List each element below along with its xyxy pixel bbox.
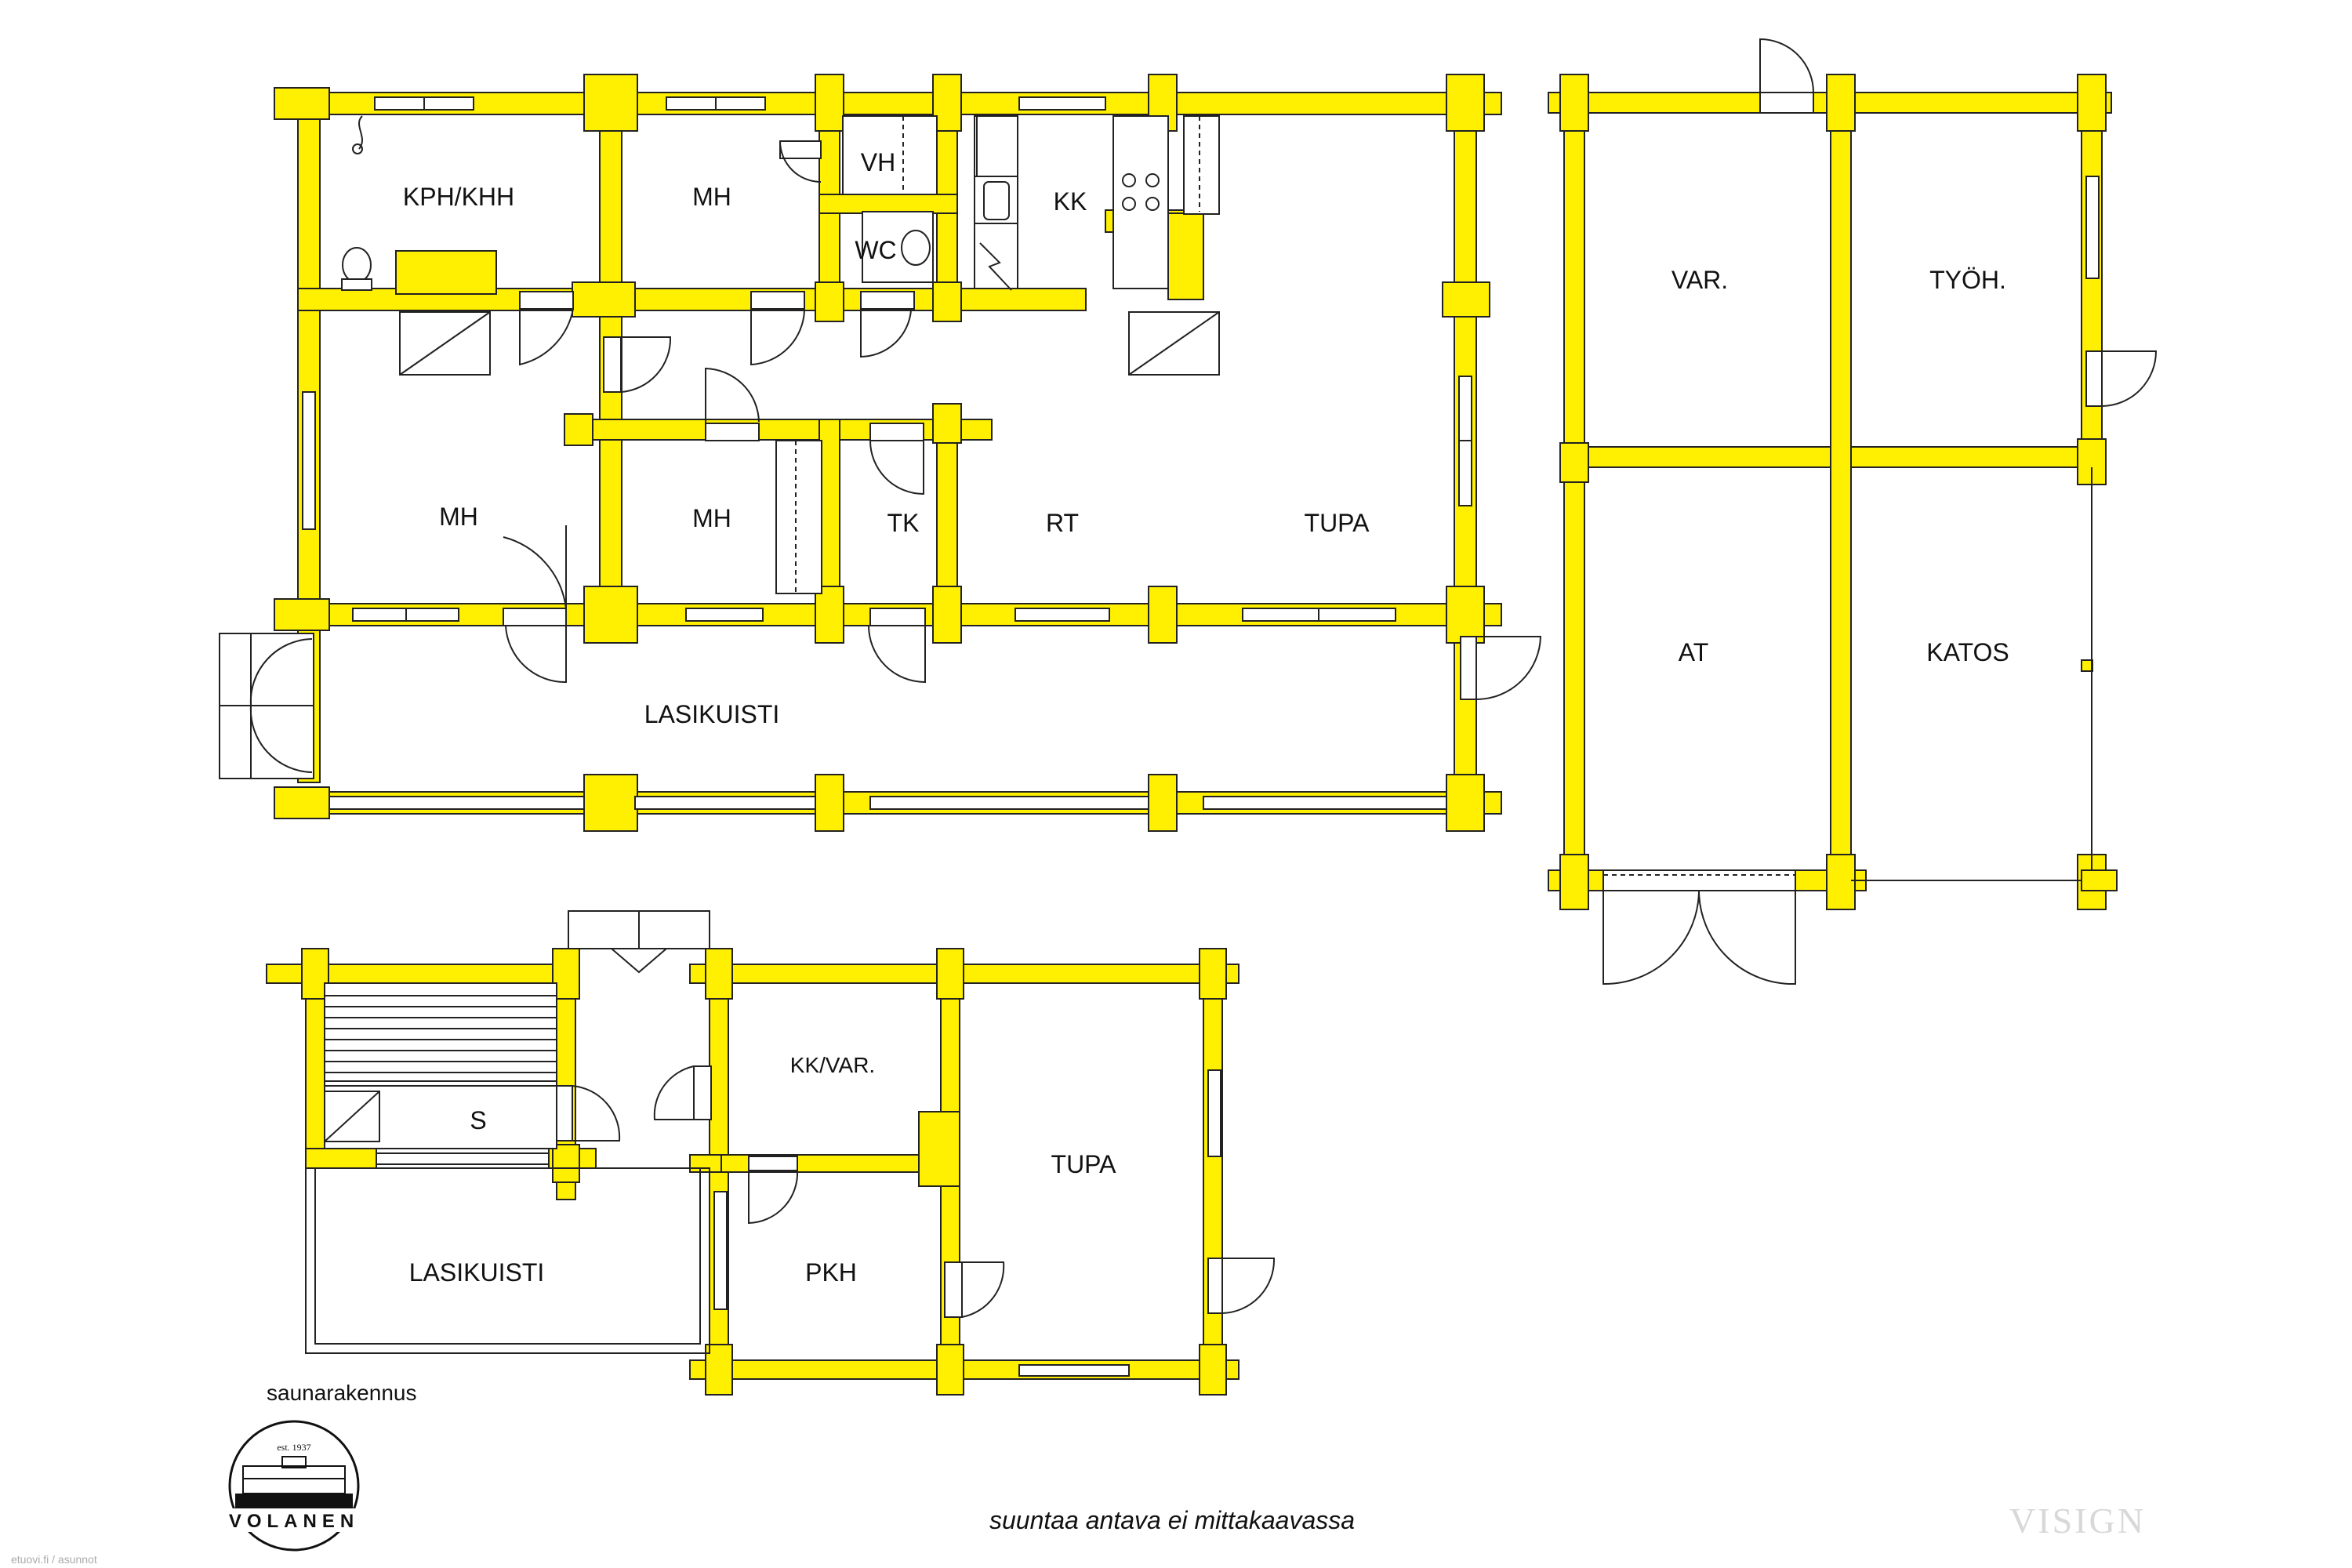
room-label-wc: WC [855, 236, 896, 264]
room-label-tupa-sauna: TUPA [1051, 1150, 1117, 1178]
room-label-mh-top: MH [692, 183, 731, 211]
room-label-lasikuisti-main: LASIKUISTI [644, 700, 780, 728]
room-label-var: VAR. [1671, 266, 1728, 294]
room-label-rt: RT [1046, 509, 1079, 537]
sauna-building-caption: saunarakennus [267, 1381, 416, 1405]
room-label-vh: VH [861, 148, 895, 176]
room-label-at: AT [1679, 638, 1709, 666]
room-label-kk: KK [1054, 187, 1087, 216]
room-label-s: S [470, 1106, 486, 1134]
room-label-lasikuisti-sauna: LASIKUISTI [409, 1258, 545, 1287]
credit-text: etuovi.fi / asunnot [11, 1553, 97, 1566]
room-label-kph-khh: KPH/KHH [403, 183, 514, 211]
room-label-pkh: PKH [805, 1258, 857, 1287]
logo-est: est. 1937 [277, 1442, 310, 1453]
sauna-building [266, 910, 1276, 1396]
room-label-mh-left: MH [439, 503, 478, 531]
room-label-kk-var: KK/VAR. [790, 1053, 875, 1077]
logo-name: VOLANEN [229, 1511, 359, 1532]
room-label-tupa: TUPA [1305, 509, 1370, 537]
outbuilding [1548, 38, 2158, 985]
watermark: VISIGN [2009, 1501, 2146, 1541]
scale-note: suuntaa antava ei mittakaavassa [989, 1506, 1355, 1534]
room-label-tk: TK [887, 509, 920, 537]
room-label-katos: KATOS [1926, 638, 2009, 666]
room-label-mh-mid: MH [692, 504, 731, 532]
room-label-tyoh: TYÖH. [1929, 266, 2006, 294]
main-house [219, 74, 1542, 832]
volanen-logo: VOLANEN est. 1937 [216, 1420, 372, 1552]
